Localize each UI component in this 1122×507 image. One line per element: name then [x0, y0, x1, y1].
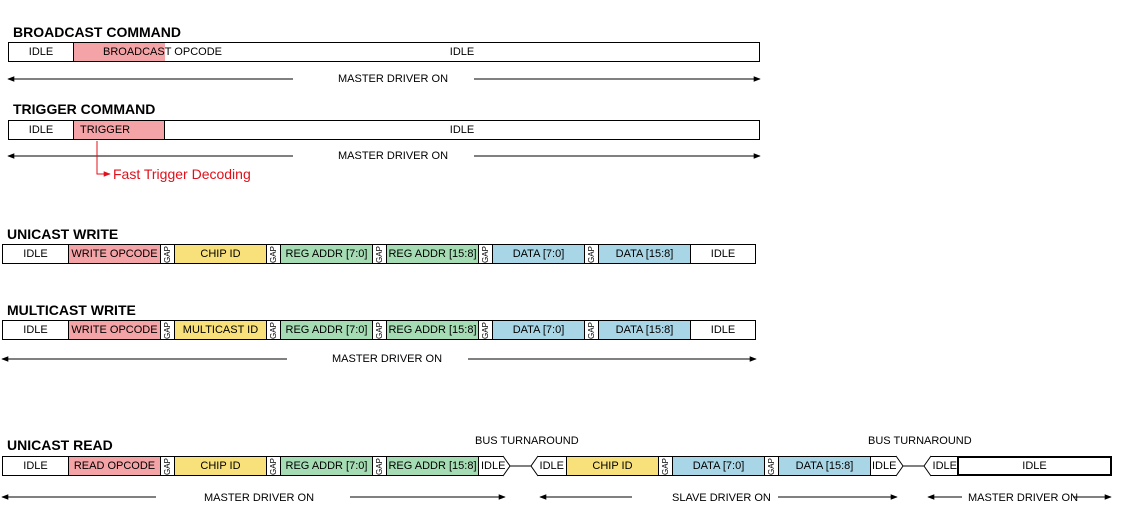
final-idle-cell: IDLE: [957, 456, 1112, 476]
write-opcode-cell: WRITE OPCODE: [69, 321, 161, 339]
trigger-label: TRIGGER: [80, 124, 131, 136]
unicast-read-master-frame: IDLE READ OPCODE GAP CHIP ID GAP REG ADD…: [2, 456, 506, 476]
idle-cell: IDLE: [449, 46, 475, 58]
broadcast-opcode-label: BROADCAST OPCODE: [103, 46, 222, 58]
driver-label: MASTER DRIVER ON: [338, 150, 449, 162]
data-low-cell: DATA [7:0]: [493, 245, 585, 263]
unicast-write-frame: IDLE WRITE OPCODE GAP CHIP ID GAP REG AD…: [2, 244, 756, 264]
reg-addr-high-cell: REG ADDR [15:8]: [387, 321, 479, 339]
data-low-cell: DATA [7:0]: [673, 457, 765, 475]
unicast-write-title: UNICAST WRITE: [7, 226, 119, 242]
trigger-cell: TRIGGER: [74, 121, 165, 139]
idle-cell: IDLE: [9, 121, 74, 139]
gap-cell: GAP: [479, 321, 493, 339]
idle-cell: IDLE: [932, 460, 957, 472]
turnaround-chevron: [530, 455, 539, 477]
turnaround-chevron: [923, 455, 932, 477]
gap-cell: GAP: [267, 457, 281, 475]
idle-cell: IDLE: [710, 324, 736, 336]
trigger-command-frame: IDLE TRIGGER IDLE: [8, 120, 760, 140]
chip-id-cell: CHIP ID: [175, 245, 267, 263]
chip-id-cell: CHIP ID: [567, 457, 659, 475]
data-low-cell: DATA [7:0]: [493, 321, 585, 339]
multicast-id-cell: MULTICAST ID: [175, 321, 267, 339]
fast-trigger-arrow: [96, 141, 111, 177]
driver-label: MASTER DRIVER ON: [332, 353, 443, 365]
idle-cell: IDLE: [449, 124, 475, 136]
reg-addr-low-cell: REG ADDR [7:0]: [281, 245, 373, 263]
turnaround-chevron: [895, 455, 904, 477]
bus-turnaround-label: BUS TURNAROUND: [475, 435, 579, 447]
idle-cell: IDLE: [481, 460, 506, 472]
driver-label: MASTER DRIVER ON: [204, 492, 315, 504]
idle-cell: IDLE: [872, 460, 897, 472]
gap-cell: GAP: [373, 245, 387, 263]
reg-addr-low-cell: REG ADDR [7:0]: [281, 457, 373, 475]
gap-cell: GAP: [585, 245, 599, 263]
gap-cell: GAP: [659, 457, 673, 475]
multicast-write-title: MULTICAST WRITE: [7, 302, 136, 318]
gap-cell: GAP: [161, 245, 175, 263]
idle-cell: IDLE: [710, 248, 736, 260]
broadcast-command-title: BROADCAST COMMAND: [13, 24, 181, 40]
driver-label: MASTER DRIVER ON: [338, 73, 449, 85]
unicast-read-final-frame: IDLE: [931, 456, 958, 476]
idle-cell: IDLE: [3, 457, 69, 475]
reg-addr-low-cell: REG ADDR [7:0]: [281, 321, 373, 339]
reg-addr-high-cell: REG ADDR [15:8]: [387, 457, 479, 475]
write-opcode-cell: WRITE OPCODE: [69, 245, 161, 263]
trigger-command-title: TRIGGER COMMAND: [13, 101, 156, 117]
idle-cell: IDLE: [3, 321, 69, 339]
data-high-cell: DATA [15:8]: [599, 245, 691, 263]
gap-cell: GAP: [267, 245, 281, 263]
reg-addr-high-cell: REG ADDR [15:8]: [387, 245, 479, 263]
gap-cell: GAP: [373, 321, 387, 339]
gap-cell: GAP: [373, 457, 387, 475]
gap-cell: GAP: [161, 457, 175, 475]
gap-cell: GAP: [161, 321, 175, 339]
idle-cell: IDLE: [538, 457, 567, 475]
unicast-read-slave-frame: IDLE CHIP ID GAP DATA [7:0] GAP DATA [15…: [538, 456, 896, 476]
data-high-cell: DATA [15:8]: [599, 321, 691, 339]
gap-cell: GAP: [765, 457, 779, 475]
broadcast-command-frame: IDLE BROADCAST OPCODE IDLE: [8, 42, 760, 62]
fast-trigger-note: Fast Trigger Decoding: [113, 166, 251, 182]
bus-turnaround-label: BUS TURNAROUND: [868, 435, 972, 447]
read-opcode-cell: READ OPCODE: [69, 457, 161, 475]
idle-label: IDLE: [1022, 460, 1047, 472]
driver-label: MASTER DRIVER ON: [968, 492, 1079, 504]
unicast-read-title: UNICAST READ: [7, 437, 113, 453]
gap-cell: GAP: [585, 321, 599, 339]
multicast-write-frame: IDLE WRITE OPCODE GAP MULTICAST ID GAP R…: [2, 320, 756, 340]
turnaround-chevron: [502, 455, 511, 477]
driver-label: SLAVE DRIVER ON: [672, 492, 771, 504]
broadcast-opcode-cell: BROADCAST OPCODE: [74, 43, 222, 61]
chip-id-cell: CHIP ID: [175, 457, 267, 475]
idle-cell: IDLE: [9, 43, 74, 61]
gap-cell: GAP: [267, 321, 281, 339]
data-high-cell: DATA [15:8]: [779, 457, 871, 475]
gap-cell: GAP: [479, 245, 493, 263]
idle-cell: IDLE: [3, 245, 69, 263]
